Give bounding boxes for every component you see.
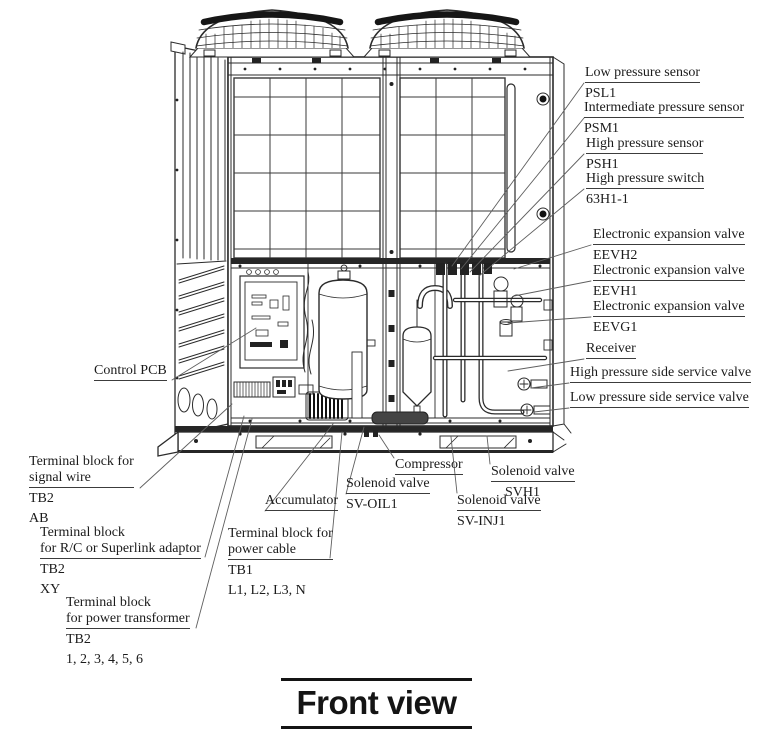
- label-title: signal wire: [29, 470, 91, 486]
- label-terminal-block-power-cable: Terminal block for power cable TB1 L1, L…: [228, 526, 333, 599]
- control-pcb-box: [239, 269, 305, 369]
- label-high-pressure-switch: High pressure switch 63H1-1: [586, 171, 705, 208]
- label-code: TB2: [66, 632, 91, 648]
- label-code: PSM1: [584, 121, 620, 137]
- label-title: Intermediate pressure sensor: [584, 100, 745, 115]
- label-title: Terminal block: [66, 595, 151, 610]
- label-code: TB2: [40, 562, 65, 578]
- side-panel: [170, 41, 229, 437]
- label-title: Terminal block for: [29, 454, 134, 469]
- label-title: for R/C or Superlink adaptor: [40, 541, 201, 557]
- label-title: High pressure sensor: [586, 136, 704, 151]
- base-rail: [157, 426, 567, 457]
- label-svh1: Solenoid valve SVH1: [491, 464, 575, 501]
- label-code: EEVH2: [593, 248, 638, 264]
- post-holes: [388, 290, 395, 402]
- label-code: EEVH1: [593, 284, 638, 300]
- terminal-blocks: [233, 376, 314, 398]
- label-code: SV-INJ1: [457, 514, 506, 530]
- label-title: Low pressure side service valve: [570, 390, 749, 405]
- label-low-pressure-sensor: Low pressure sensor PSL1: [585, 65, 701, 102]
- label-code: 1, 2, 3, 4, 5, 6: [66, 651, 143, 667]
- center-post: [382, 56, 401, 427]
- label-title: Low pressure sensor: [585, 65, 701, 80]
- label-title: Compressor: [395, 457, 463, 472]
- label-title: High pressure side service valve: [570, 365, 752, 380]
- label-code: SV-OIL1: [346, 497, 398, 513]
- view-title: Front view: [281, 678, 472, 729]
- label-title: Control PCB: [94, 363, 167, 378]
- label-control-pcb: Control PCB: [94, 363, 167, 382]
- label-title: Terminal block: [40, 525, 125, 540]
- label-eev-g1: Electronic expansion valve EEVG1: [593, 299, 745, 336]
- label-terminal-block-power-transformer: Terminal block for power transformer TB2…: [66, 595, 190, 668]
- label-intermediate-pressure-sensor: Intermediate pressure sensor PSM1: [584, 100, 745, 137]
- receiver-vessel: [402, 299, 432, 416]
- label-terminal-block-signal-wire: Terminal block for signal wire TB2 AB: [29, 454, 134, 527]
- label-title: Terminal block for: [228, 526, 333, 541]
- right-trim-panel: [506, 83, 550, 253]
- label-code: TB2: [29, 491, 54, 507]
- label-title: for power transformer: [66, 611, 190, 627]
- fan-guard-right: [362, 9, 532, 58]
- label-high-pressure-sensor: High pressure sensor PSH1: [586, 136, 704, 173]
- label-code: PSL1: [585, 86, 617, 102]
- accumulator-vessel: [318, 264, 376, 419]
- label-receiver: Receiver: [586, 341, 636, 360]
- label-accumulator: Accumulator: [265, 493, 339, 512]
- label-title: High pressure switch: [586, 171, 705, 186]
- label-code: L1, L2, L3, N: [228, 582, 306, 598]
- label-title: Solenoid valve: [491, 464, 575, 479]
- label-code: SVH1: [505, 485, 541, 501]
- label-title: power cable: [228, 542, 297, 558]
- expansion-valves: [493, 276, 524, 337]
- label-title: Accumulator: [265, 493, 339, 508]
- machinery-compartment: [230, 258, 553, 425]
- leader-lines: [139, 82, 592, 629]
- label-code: EEVG1: [593, 320, 638, 336]
- label-title: Electronic expansion valve: [593, 227, 745, 242]
- piping: [432, 262, 548, 418]
- label-title: Solenoid valve: [346, 476, 430, 491]
- label-title: Receiver: [586, 341, 636, 356]
- fan-guard-left: [188, 9, 356, 58]
- label-hp-service-valve: High pressure side service valve: [570, 365, 752, 384]
- label-code: 63H1-1: [586, 192, 629, 208]
- label-lp-service-valve: Low pressure side service valve: [570, 390, 749, 409]
- label-code: AB: [29, 510, 49, 526]
- label-sv-oil1: Solenoid valve SV-OIL1: [346, 476, 430, 513]
- label-code: PSH1: [586, 157, 619, 173]
- label-title: Electronic expansion valve: [593, 299, 745, 314]
- compressor-top: [371, 411, 429, 425]
- label-compressor: Compressor: [395, 457, 463, 476]
- label-eev-h1: Electronic expansion valve EEVH1: [593, 263, 745, 300]
- label-code: TB1: [228, 563, 253, 579]
- label-title: Electronic expansion valve: [593, 263, 745, 278]
- label-terminal-block-rc-superlink: Terminal block for R/C or Superlink adap…: [40, 525, 201, 598]
- label-sv-inj1: Solenoid valve SV-INJ1: [457, 493, 541, 530]
- label-title: Solenoid valve: [457, 493, 541, 508]
- label-eev-h2: Electronic expansion valve EEVH2: [593, 227, 745, 264]
- label-code: XY: [40, 581, 61, 597]
